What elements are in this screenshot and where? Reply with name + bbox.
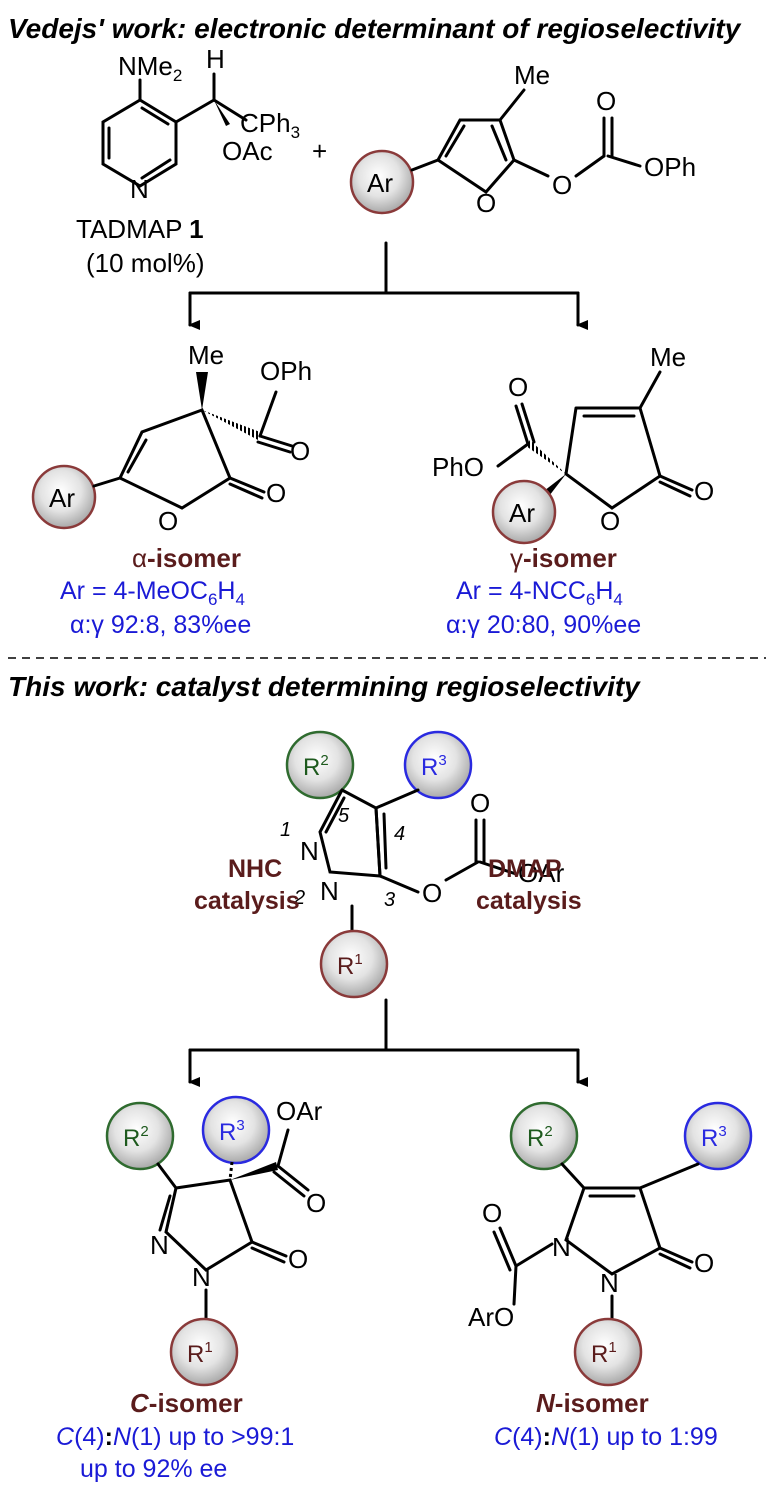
c-isomer-ring-o: O <box>288 1244 308 1274</box>
substrate-ring-o: O <box>476 188 496 218</box>
n-isomer-r2-label: R2 <box>527 1123 553 1152</box>
substrate-r3-label: R3 <box>421 752 447 781</box>
n-isomer-n-a: N <box>552 1232 571 1262</box>
position-5: 5 <box>338 805 350 827</box>
nhc-label-line1: NHC <box>228 855 282 883</box>
tadmap-loading: (10 mol%) <box>86 248 204 278</box>
pyrazolyl-carbonate-substrate: R2 R3 N N 5 4 1 2 3 O O OAr R1 <box>280 730 565 999</box>
top-branching-arrow <box>188 241 588 330</box>
c-isomer-label: C-isomer <box>130 1388 243 1418</box>
substrate-r3-circle <box>403 730 473 800</box>
substrate-me-label: Me <box>514 60 550 90</box>
substrate-oar-label: OAr <box>518 858 565 888</box>
gamma-isomer-label: γ-isomer <box>510 543 617 573</box>
substrate-r2-circle <box>285 730 355 800</box>
n-isomer-selectivity: C(4):N(1) up to 1:99 <box>494 1423 718 1451</box>
alpha-ar-definition: Ar = 4-MeOC6H4 <box>60 577 245 609</box>
pyridine-n-label: N <box>130 174 149 204</box>
gamma-pho-label: PhO <box>432 452 484 482</box>
position-3: 3 <box>384 889 395 911</box>
cph3-label: CPh3 <box>240 108 300 142</box>
c-isomer-r2-label: R2 <box>123 1123 149 1152</box>
substrate-n1-label: N <box>300 836 319 866</box>
n-isomer-ring-o: O <box>694 1248 714 1278</box>
n-isomer-r1-label: R1 <box>591 1339 617 1368</box>
alpha-isomer-label: α-isomer <box>132 543 241 573</box>
furanyl-carbonate-substrate: Ar Me O O O OPh <box>349 60 696 218</box>
n-isomer-aro: ArO <box>468 1302 514 1332</box>
c-isomer-r3-circle <box>201 1095 271 1165</box>
n-isomer-n-b: N <box>600 1268 619 1298</box>
ar-substituent-circle <box>349 149 415 215</box>
nme2-label: NMe2 <box>118 51 182 85</box>
oac-label: OAc <box>222 136 273 166</box>
substrate-oph-label: OPh <box>644 152 696 182</box>
dmap-label-line2: catalysis <box>476 887 582 915</box>
n-isomer-label: N-isomer <box>536 1388 649 1418</box>
alpha-me-label: Me <box>188 340 224 370</box>
position-1: 1 <box>280 819 291 841</box>
alpha-selectivity: α:γ 92:8, 83%ee <box>70 611 251 639</box>
substrate-link-o: O <box>552 170 572 200</box>
gamma-ar-circle <box>491 479 557 545</box>
substrate-r2-label: R2 <box>303 752 329 781</box>
c-isomer-r1-label: R1 <box>187 1339 213 1368</box>
bottom-header: This work: catalyst determining regiosel… <box>8 671 641 702</box>
alpha-isomer-structure: Ar O O Me OPh O <box>31 340 312 536</box>
gamma-ar-label: Ar <box>509 498 535 528</box>
h-label: H <box>206 44 225 74</box>
substrate-r1-label: R1 <box>337 951 363 980</box>
c-isomer-oar: OAr <box>276 1096 323 1126</box>
c-isomer-n-a: N <box>150 1230 169 1260</box>
tadmap-catalyst: NMe2 H CPh3 OAc N TADMAP 1 (10 mol%) <box>76 44 300 278</box>
position-4: 4 <box>394 823 405 845</box>
alpha-lactone-o: O <box>266 478 286 508</box>
gamma-carbonyl-o: O <box>508 372 528 402</box>
ar-label: Ar <box>367 168 393 198</box>
c-isomer-carbonyl-o: O <box>306 1188 326 1218</box>
plus-sign: + <box>312 136 327 166</box>
alpha-ar-circle <box>31 464 97 530</box>
substrate-r1-circle <box>319 929 389 999</box>
alpha-ring-o: O <box>158 506 178 536</box>
n-isomer-structure: R2 R3 N N O O ArO R1 <box>468 1101 753 1387</box>
n-isomer-r3-circle <box>683 1101 753 1171</box>
nhc-label-line2: catalysis <box>194 887 300 915</box>
gamma-ar-definition: Ar = 4-NCC6H4 <box>456 577 623 609</box>
top-header: Vedejs' work: electronic determinant of … <box>8 13 742 44</box>
n-isomer-r2-circle <box>509 1101 579 1171</box>
c-isomer-r3-label: R3 <box>219 1117 245 1146</box>
substrate-n2-label: N <box>320 876 339 906</box>
substrate-link-o: O <box>422 878 442 908</box>
c-isomer-n-b: N <box>192 1262 211 1292</box>
alpha-carbonyl-o: O <box>290 436 310 466</box>
n-isomer-r3-label: R3 <box>701 1123 727 1152</box>
c-isomer-selectivity: C(4):N(1) up to >99:1 <box>56 1423 294 1451</box>
tadmap-name: TADMAP 1 <box>76 214 204 244</box>
alpha-ar-label: Ar <box>49 483 75 513</box>
substrate-carbonyl-o: O <box>470 788 490 818</box>
c-isomer-structure: R2 R3 N N O OAr O R1 <box>105 1095 326 1387</box>
c-isomer-ee: up to 92% ee <box>80 1455 227 1483</box>
n-isomer-carbonyl-o: O <box>482 1198 502 1228</box>
alpha-oph-label: OPh <box>260 356 312 386</box>
gamma-lactone-o: O <box>694 476 714 506</box>
gamma-ring-o: O <box>600 506 620 536</box>
gamma-isomer-structure: Me O O O PhO Ar <box>432 342 714 545</box>
c-isomer-r1-circle <box>169 1317 239 1387</box>
position-2: 2 <box>293 887 305 909</box>
substrate-carbonyl-o: O <box>596 86 616 116</box>
bottom-branching-arrow <box>188 998 588 1087</box>
dmap-label-line1: DMAP <box>488 855 562 883</box>
gamma-selectivity: α:γ 20:80, 90%ee <box>446 611 641 639</box>
n-isomer-r1-circle <box>573 1317 643 1387</box>
gamma-me-label: Me <box>650 342 686 372</box>
c-isomer-r2-circle <box>105 1101 175 1171</box>
